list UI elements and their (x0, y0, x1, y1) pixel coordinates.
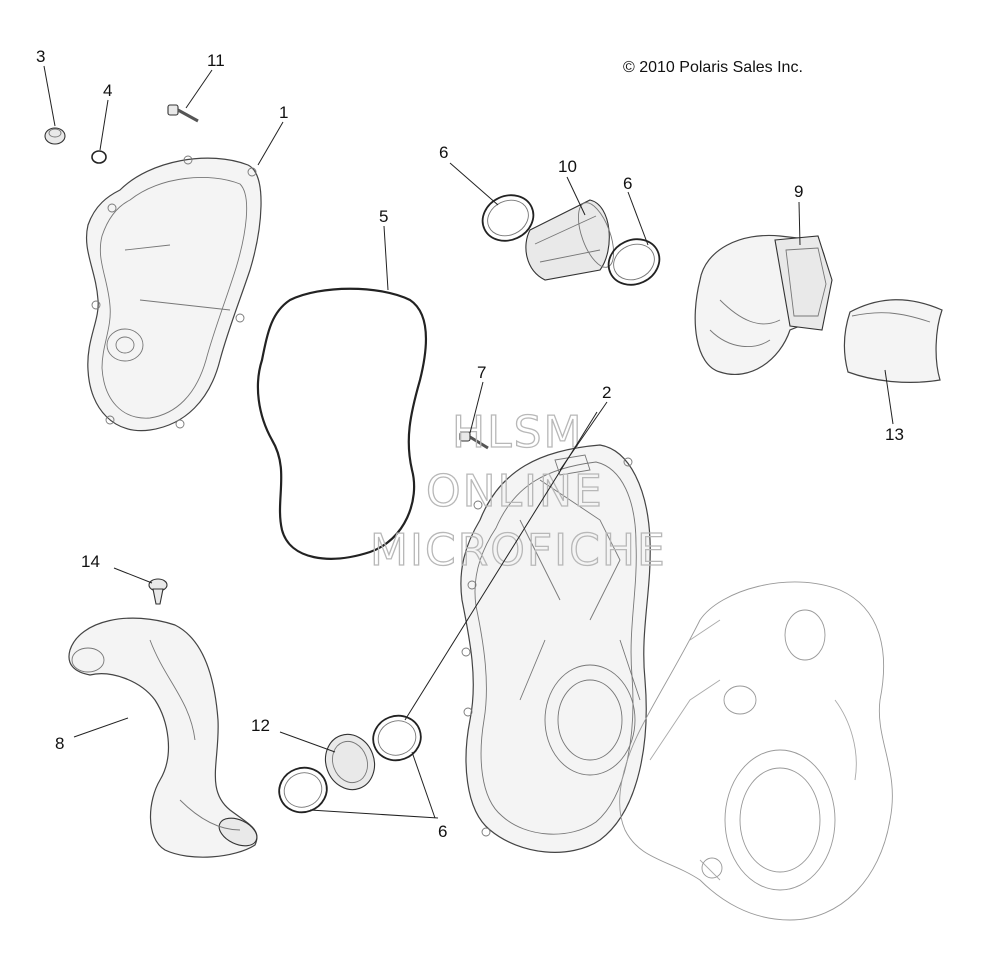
part-4-o-ring (91, 150, 107, 164)
callout-4: 4 (103, 81, 112, 100)
callout-9: 9 (794, 182, 803, 201)
part-7-bolt (459, 431, 489, 450)
part-6-clamp-upper-left (481, 194, 535, 242)
part-1-outer-cover (86, 155, 262, 432)
leader-lines (43, 65, 894, 819)
watermark-line-2: ONLINE (426, 466, 604, 517)
part-6-clamp-upper-right (607, 238, 661, 286)
part-5-gasket (256, 287, 428, 560)
callout-13: 13 (885, 425, 904, 444)
callout-6-upper-left: 6 (439, 143, 448, 162)
callout-11: 11 (207, 51, 225, 70)
part-13-duct-cover (843, 299, 943, 383)
callout-8: 8 (55, 734, 64, 753)
part-10-coupler (525, 199, 615, 281)
callout-10: 10 (558, 157, 577, 176)
engine-case (619, 581, 893, 921)
callout-12: 12 (251, 716, 270, 735)
callout-6-lower: 6 (438, 822, 447, 841)
callout-2: 2 (602, 383, 611, 402)
callout-1: 1 (279, 103, 288, 122)
callout-14: 14 (81, 552, 100, 571)
watermark-line-1: HLSM (452, 407, 584, 458)
part-6-clamp-lower-right (372, 714, 422, 762)
part-6-clamp-lower-left (278, 766, 328, 814)
copyright-text: © 2010 Polaris Sales Inc. (623, 59, 803, 76)
part-12-coupler (324, 733, 376, 791)
callout-7: 7 (477, 363, 486, 382)
part-11-bolt (167, 104, 199, 123)
callouts: 3 4 11 1 5 6 10 6 9 13 7 2 14 8 12 6 (36, 47, 904, 841)
watermark-line-3: MICROFICHE (370, 525, 667, 576)
part-2-inner-cover (460, 444, 651, 853)
part-9-intake-duct (694, 234, 833, 376)
callout-6-upper-right: 6 (623, 174, 632, 193)
part-3-plug (44, 127, 66, 145)
callout-5: 5 (379, 207, 388, 226)
callout-3: 3 (36, 47, 45, 66)
part-14-rivet (148, 578, 168, 605)
watermark: HLSM ONLINE MICROFICHE (369, 406, 667, 576)
part-8-outlet-duct (68, 617, 258, 858)
